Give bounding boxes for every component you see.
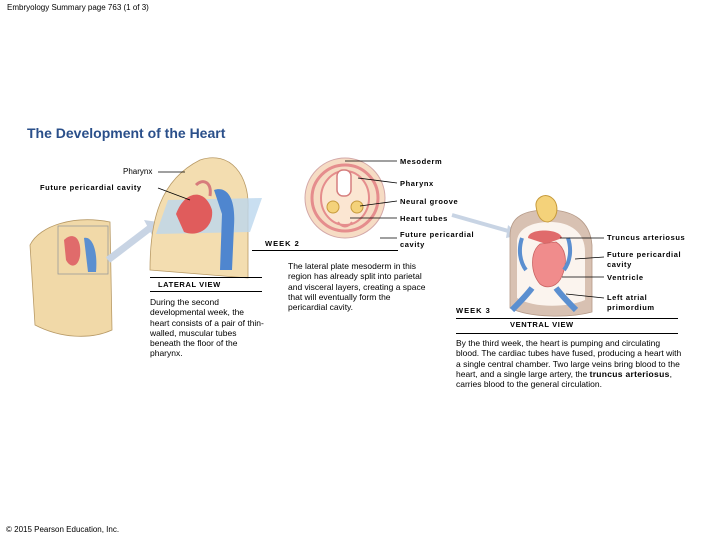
lateral-view-rule-bottom [150,291,262,292]
week-3-label: WEEK 3 [456,306,491,315]
caption-week-3-part2: , carries blood to the general circulati… [456,368,672,390]
embryo-inset-box [57,225,109,275]
label-heart-tubes: Heart tubes [400,214,448,223]
week-2-label: WEEK 2 [265,239,300,248]
arrow-to-ventral [451,213,513,234]
caption-week-3: By the third week, the heart is pumping … [456,338,682,389]
caption-week-3-term: truncus arteriosus [589,368,670,379]
caption-week-3-part1: By the third week, the heart is pumping … [456,338,682,379]
label-neural-groove: Neural groove [400,197,459,206]
label-future-pericardial-left: Future pericardial cavity [40,183,142,192]
week-2-rule [252,250,398,251]
ventral-view-rule [456,318,678,319]
label-pharynx-left: Pharynx [123,167,153,176]
label-future-pericardial-right: Future pericardial cavity [607,250,682,269]
label-left-atrial-primordium: Left atrial primordium [607,293,655,312]
label-future-pericardial-mid: Future pericardial cavity [400,230,475,249]
ventral-view-rule-bottom [456,333,678,334]
leader-lines [157,160,605,299]
label-mesoderm: Mesoderm [400,157,443,166]
caption-week-2: During the second developmental week, th… [150,297,264,359]
ventral-view-label: VENTRAL VIEW [510,320,574,329]
copyright-footer: © 2015 Pearson Education, Inc. [6,525,120,534]
arrow-to-detail [105,225,153,263]
caption-mesoderm: The lateral plate mesoderm in this regio… [288,261,426,313]
label-ventricle: Ventricle [607,273,644,282]
page-header: Embryology Summary page 763 (1 of 3) [7,3,149,12]
lateral-view-rule [150,277,262,278]
label-truncus-arteriosus: Truncus arteriosus [607,233,686,242]
label-pharynx-mid: Pharynx [400,179,434,188]
lateral-view-label: LATERAL VIEW [158,280,221,289]
page-title: The Development of the Heart [27,125,226,141]
